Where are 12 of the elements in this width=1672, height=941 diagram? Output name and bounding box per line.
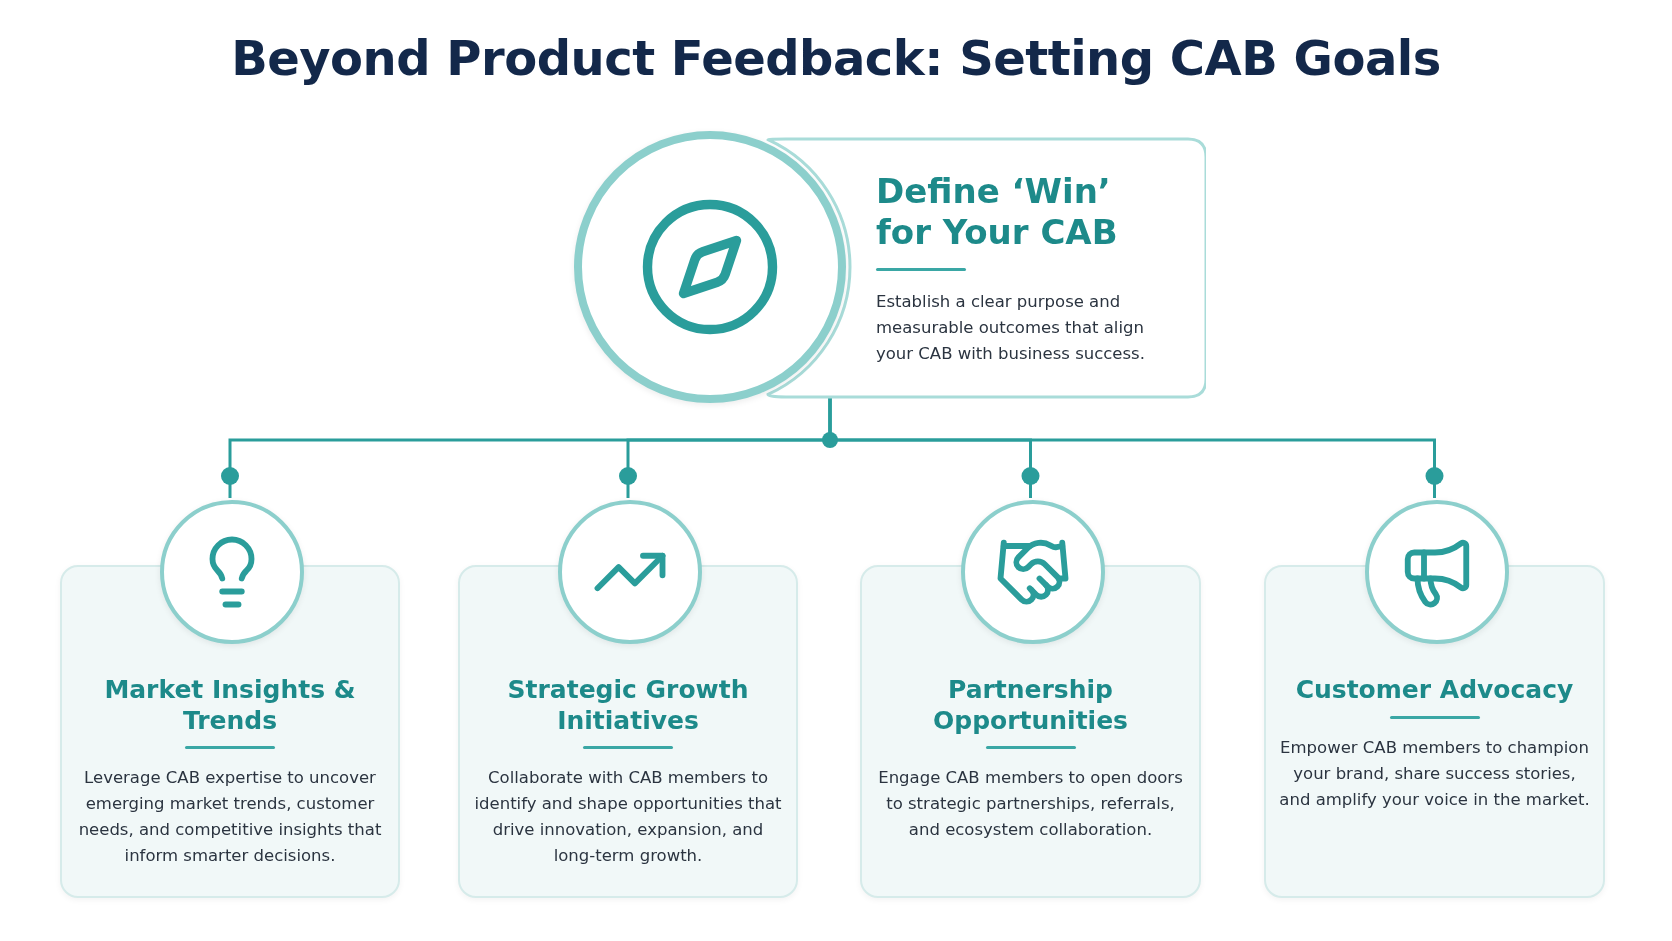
card-description: Collaborate with CAB members to identify and shape opportunities that drive innovation, expansion, and long-term growth. bbox=[473, 767, 783, 867]
card-heading: Market Insights & Trends bbox=[103, 675, 357, 736]
card-heading: Customer Advocacy bbox=[1294, 675, 1575, 706]
card-description: Engage CAB members to open doors to strategic partnerships, referrals, and ecosystem collaboration. bbox=[877, 767, 1184, 841]
card-heading: Define ‘Win’ for Your CAB bbox=[876, 171, 1119, 254]
card-description: Leverage CAB expertise to uncover emerging market trends, customer needs, and competitive insights that inform smarter decisions. bbox=[77, 767, 383, 867]
connector-line bbox=[828, 397, 1436, 498]
card-heading: Strategic Growth Initiatives bbox=[506, 675, 750, 736]
diagram-title: Beyond Product Feedback: Setting CAB Goals bbox=[230, 30, 1442, 86]
card-description: Establish a clear purpose and measurable outcomes that align your CAB with business success. bbox=[876, 290, 1146, 365]
card-description: Empower CAB members to champion your brand, share success stories, and amplify your voice in the market. bbox=[1278, 736, 1591, 811]
card-heading: Partnership Opportunities bbox=[932, 675, 1129, 736]
